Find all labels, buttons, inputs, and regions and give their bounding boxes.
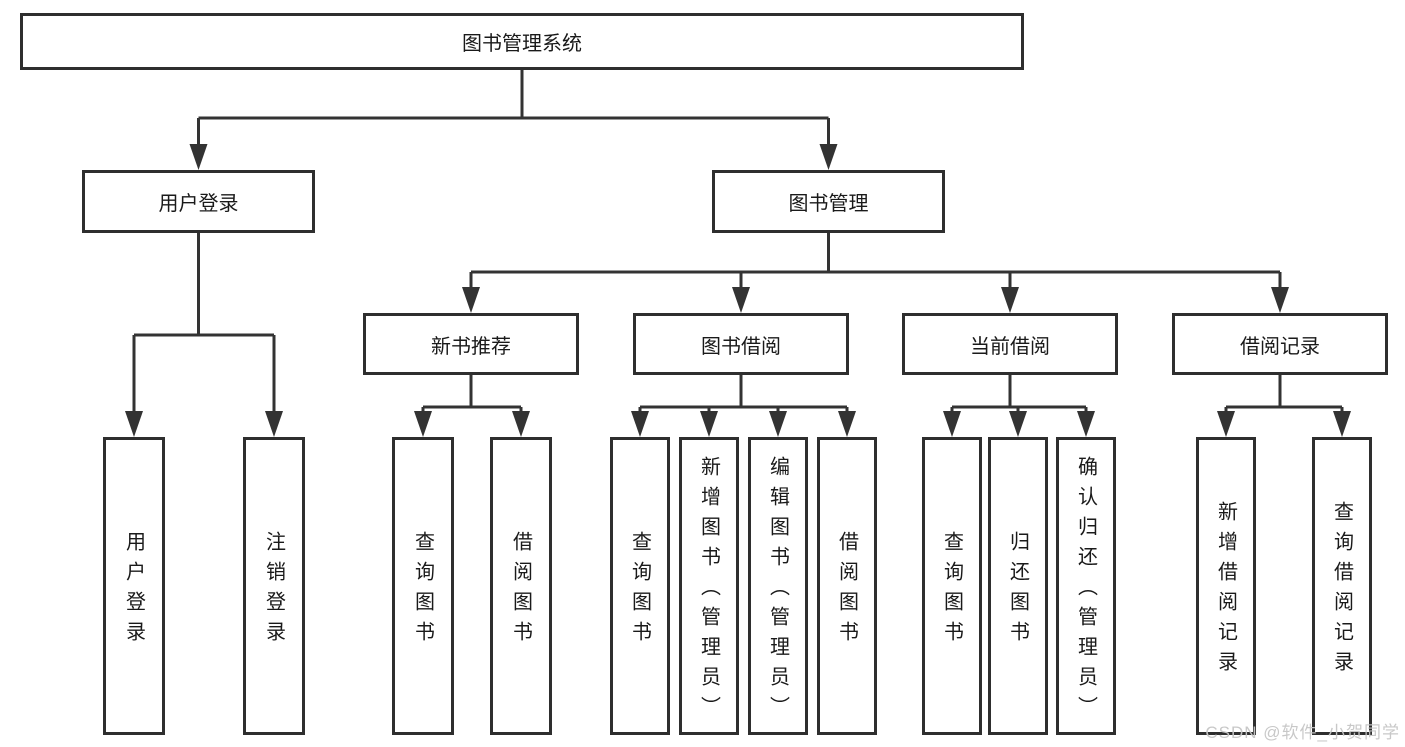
arrowheads xyxy=(125,144,1351,437)
arrowhead-down-icon xyxy=(943,411,961,437)
node-new-book-recommend: 新书推荐 xyxy=(363,313,579,375)
node-book-borrow: 图书借阅 xyxy=(633,313,849,375)
connector-user-login-to-leaves xyxy=(132,233,276,416)
leaf-add-borrow-record: 新增借阅记录 xyxy=(1196,437,1256,735)
arrowhead-down-icon xyxy=(1333,411,1351,437)
leaf-query-books-current: 查询图书 xyxy=(922,437,982,735)
arrowhead-down-icon xyxy=(700,411,718,437)
leaf-add-books-admin: 新增图书（管理员） xyxy=(679,437,739,735)
connector-new-book-to-leaves xyxy=(421,375,523,417)
connector-root-to-level2 xyxy=(197,70,830,148)
arrowhead-down-icon xyxy=(265,411,283,437)
node-user-login: 用户登录 xyxy=(82,170,315,233)
arrowhead-down-icon xyxy=(1217,411,1235,437)
connector-borrow-records-to-leaves xyxy=(1224,375,1344,417)
arrowhead-down-icon xyxy=(1077,411,1095,437)
node-root-system: 图书管理系统 xyxy=(20,13,1024,70)
arrowhead-down-icon xyxy=(1271,287,1289,313)
leaf-return-books: 归还图书 xyxy=(988,437,1048,735)
connector-book-borrow-to-leaves xyxy=(638,375,849,417)
leaf-confirm-return-admin: 确认归还（管理员） xyxy=(1056,437,1116,735)
arrowhead-down-icon xyxy=(732,287,750,313)
csdn-watermark: CSDN @软件_小贺同学 xyxy=(1205,723,1400,742)
arrowhead-down-icon xyxy=(414,411,432,437)
arrowhead-down-icon xyxy=(838,411,856,437)
node-current-borrow: 当前借阅 xyxy=(902,313,1118,375)
leaf-borrow-books: 借阅图书 xyxy=(817,437,877,735)
leaf-user-login: 用户登录 xyxy=(103,437,165,735)
arrowhead-down-icon xyxy=(1009,411,1027,437)
arrowhead-down-icon xyxy=(189,144,208,170)
node-book-management: 图书管理 xyxy=(712,170,945,233)
leaf-borrow-books-recommend: 借阅图书 xyxy=(490,437,552,735)
arrowhead-down-icon xyxy=(769,411,787,437)
connector-current-borrow-to-leaves xyxy=(950,375,1088,417)
connector-book-mgmt-to-level3 xyxy=(469,233,1282,292)
node-borrow-records: 借阅记录 xyxy=(1172,313,1388,375)
arrowhead-down-icon xyxy=(125,411,143,437)
leaf-query-books-recommend: 查询图书 xyxy=(392,437,454,735)
leaf-query-borrow-record: 查询借阅记录 xyxy=(1312,437,1372,735)
leaf-logout: 注销登录 xyxy=(243,437,305,735)
arrowhead-down-icon xyxy=(462,287,480,313)
arrowhead-down-icon xyxy=(819,144,838,170)
arrowhead-down-icon xyxy=(512,411,530,437)
arrowhead-down-icon xyxy=(631,411,649,437)
arrowhead-down-icon xyxy=(1001,287,1019,313)
leaf-query-books-borrow: 查询图书 xyxy=(610,437,670,735)
leaf-edit-books-admin: 编辑图书（管理员） xyxy=(748,437,808,735)
